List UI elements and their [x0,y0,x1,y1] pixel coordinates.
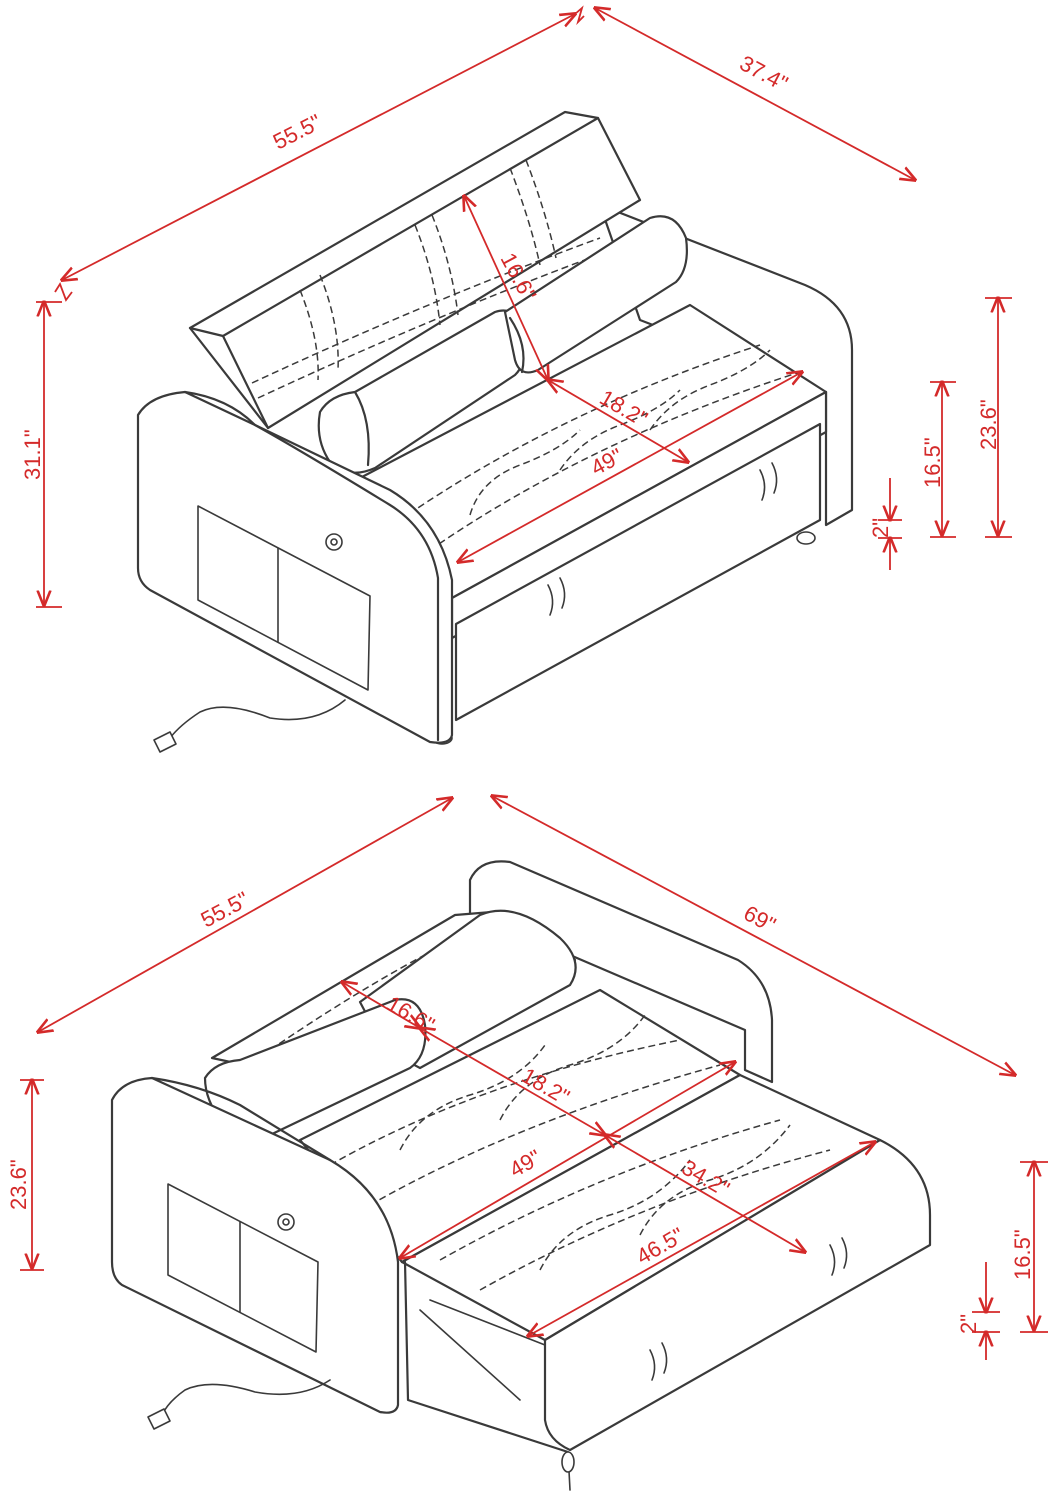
label-top-depth: 37.4" [736,50,792,96]
label-top-height: 31.1" [20,429,45,480]
dim-line-bottom-back [342,982,420,1028]
label-top-arm-height: 23.6" [976,399,1001,450]
dim-line-top-width [62,14,575,280]
label-bottom-bed-height: 16.5" [1010,1229,1035,1280]
sofa-closed-drawing [136,110,854,753]
dim-line-bottom-length [492,796,1015,1075]
dim-line-top-back [464,196,548,380]
dim-line-bottom-bed-width [528,1142,875,1336]
dim-line-bottom-width [38,798,452,1032]
dimension-lines [20,5,1048,1360]
dim-line-top-depth [595,8,915,180]
label-top-leg: 2" [868,518,893,538]
label-bottom-arm-height: 23.6" [6,1159,31,1210]
label-top-seat-height: 16.5" [920,437,945,488]
label-bottom-leg: 2" [956,1314,981,1334]
dim-line-top-seat-width [458,372,802,562]
